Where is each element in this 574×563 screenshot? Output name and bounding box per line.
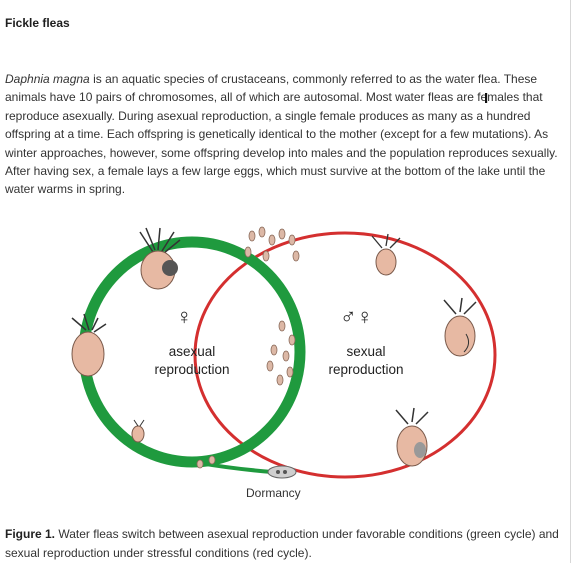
sexual-cycle-ring — [193, 231, 497, 479]
paragraph-text: is an aquatic species of crustaceans, co… — [5, 72, 558, 197]
species-name: Daphnia magna — [5, 72, 90, 86]
female-symbol: ♀ — [176, 304, 193, 329]
flea-icon — [395, 407, 429, 467]
page-right-border — [570, 0, 571, 563]
article-title: Fickle fleas — [5, 16, 70, 30]
dormancy-label: Dormancy — [246, 486, 301, 500]
dormant-egg-icon — [267, 465, 297, 479]
asexual-to-dormancy-path — [149, 450, 273, 474]
asexual-label: asexual reproduction — [154, 344, 230, 377]
figure-caption: Figure 1. Water fleas switch between ase… — [5, 525, 565, 562]
caption-label: Figure 1. — [5, 527, 56, 541]
flea-icon — [139, 227, 181, 290]
intro-paragraph: Daphnia magna is an aquatic species of c… — [5, 70, 560, 199]
caption-text: Water fleas switch between asexual repro… — [5, 527, 559, 560]
flea-icon — [371, 233, 401, 276]
offspring-cluster-bottom — [196, 455, 216, 469]
offspring-cluster-top — [244, 226, 300, 262]
flea-icon — [131, 419, 145, 443]
sexual-label: sexual reproduction — [328, 344, 404, 377]
male-female-symbol: ♂♀ — [340, 304, 373, 329]
text-cursor-icon: I — [484, 90, 489, 107]
flea-icon — [443, 297, 477, 357]
flea-icon — [71, 313, 107, 377]
offspring-cluster-middle — [266, 320, 296, 386]
